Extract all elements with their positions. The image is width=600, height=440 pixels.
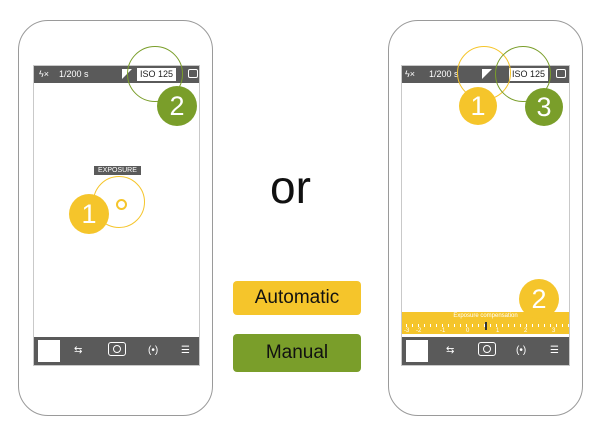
exposure-compensation-slider[interactable]: Exposure compensation -3 -2 -1 0 1 2 3 [402,312,569,334]
shutter-speed[interactable]: 1/200 s [59,69,89,79]
slider-tick [460,324,461,327]
slider-tick [478,324,479,327]
slider-tick [436,324,437,327]
iso-highlight-ring [127,46,183,102]
slider-tick [412,324,413,327]
left-phone: ϟ× 1/200 s ISO 125 EXPOSURE ⇆ (•) ☰ 1 2 [18,20,213,416]
left-bottom-bar: ⇆ (•) ☰ [34,337,199,365]
slider-tick [454,324,455,327]
slider-marker[interactable] [485,322,487,330]
camera-icon[interactable] [478,342,496,356]
switch-camera-icon[interactable] [188,69,198,78]
slider-tick [406,324,407,327]
tick-label: 1 [496,328,500,334]
exposure-center-icon [116,199,127,210]
camera-icon[interactable] [108,342,126,356]
right-phone: ϟ× 1/200 s ISO 125 Exposure compensation… [388,20,583,416]
slider-tick [430,324,431,327]
slider-tick [502,324,503,327]
slider-tick [520,324,521,327]
badge-1: 1 [69,194,109,234]
manual-label: Manual [233,334,361,372]
slider-tick [442,324,443,327]
tick-label: 2 [524,328,528,334]
slider-tick [472,324,473,327]
slider-tick [514,324,515,327]
swap-icon[interactable]: ⇆ [446,345,455,356]
badge-2: 2 [519,279,559,319]
or-divider: or [270,161,311,213]
tick-label: -3 [404,328,410,334]
flash-off-icon[interactable]: ϟ× [405,69,416,79]
slider-tick [466,324,467,327]
wifi-icon[interactable]: (•) [148,345,159,356]
exposure-label: EXPOSURE [94,166,141,175]
slider-tick [484,324,485,327]
slider-tick [526,324,527,327]
slider-tick [508,324,509,327]
badge-1: 1 [459,87,497,125]
shutter-speed[interactable]: 1/200 s [429,69,459,79]
slider-tick [556,324,557,327]
tick-label: 3 [552,328,556,334]
switch-camera-icon[interactable] [556,69,566,78]
right-bottom-bar: ⇆ (•) ☰ [402,337,569,365]
gallery-thumbnail[interactable] [406,340,428,362]
badge-2: 2 [157,86,197,126]
slider-tick [424,324,425,327]
tick-label: -2 [416,328,422,334]
slider-tick [538,324,539,327]
slider-tick [544,324,545,327]
flash-off-icon[interactable]: ϟ× [39,69,50,79]
compensation-label: Exposure compensation [453,313,518,319]
slider-tick [568,324,569,327]
slider-tick [448,324,449,327]
slider-tick [496,324,497,327]
gallery-thumbnail[interactable] [38,340,60,362]
badge-3: 3 [525,88,563,126]
slider-tick [490,324,491,327]
slider-tick [562,324,563,327]
iso-highlight-ring [495,46,551,102]
slider-tick [418,324,419,327]
slider-tick [532,324,533,327]
menu-icon[interactable]: ☰ [550,345,559,356]
tick-label: 0 [466,328,470,334]
tick-label: -1 [440,328,446,334]
wifi-icon[interactable]: (•) [516,345,527,356]
slider-tick [550,324,551,327]
automatic-label: Automatic [233,281,361,315]
menu-icon[interactable]: ☰ [181,345,190,356]
swap-icon[interactable]: ⇆ [74,345,83,356]
